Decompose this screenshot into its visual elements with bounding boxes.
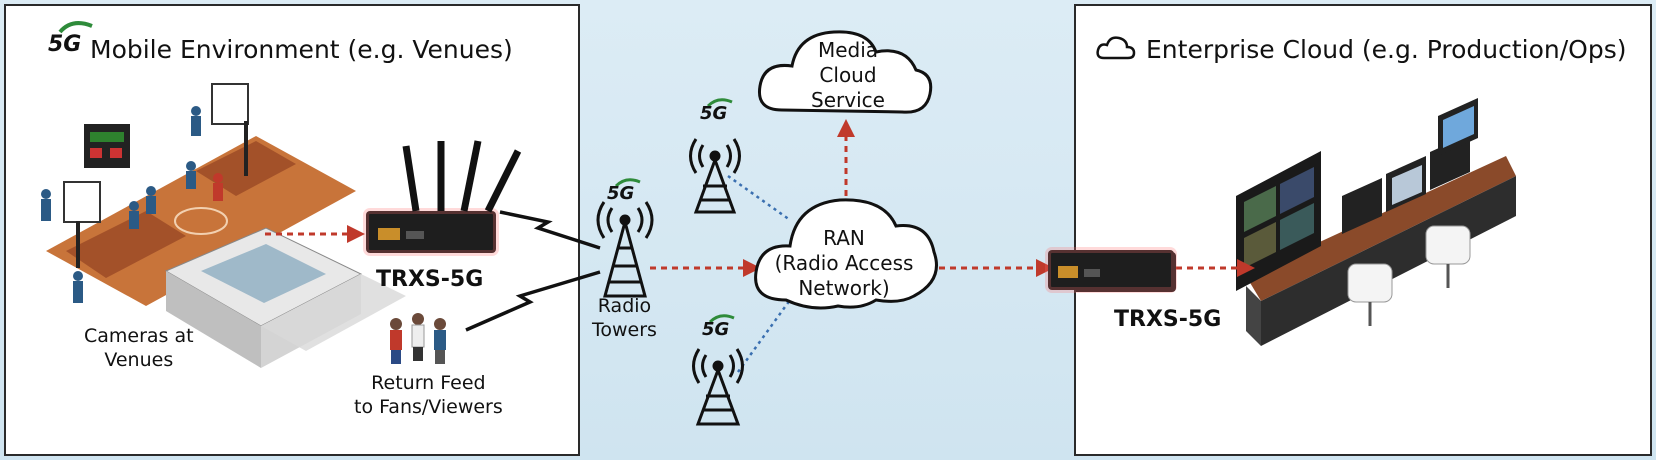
tower-bottom-5g-badge: 5G <box>702 319 730 340</box>
ran-label: RAN (Radio Access Network) <box>774 226 914 300</box>
office-chairs <box>1347 225 1471 326</box>
control-room-illustration <box>1076 98 1516 346</box>
left-device-label: TRXS-5G <box>376 267 484 292</box>
mobile-environment-title: Mobile Environment (e.g. Venues) <box>90 35 513 64</box>
right-device-label: TRXS-5G <box>1114 307 1222 332</box>
dotted-link-bottom <box>736 299 792 373</box>
scoreboard <box>84 124 130 168</box>
parking-lot <box>261 274 406 351</box>
router-device-right-body <box>1045 247 1177 293</box>
radio-tower-top-icon <box>689 138 741 214</box>
tower-main-5g-badge: 5G <box>607 183 635 204</box>
center-circle <box>174 207 228 235</box>
wireless-link-fans-icon <box>465 270 601 332</box>
5g-swoosh-icon <box>708 314 735 324</box>
ran-cloud-shape <box>754 198 938 310</box>
enterprise-cloud-panel: Enterprise Cloud (e.g. Production/Ops) <box>1074 4 1652 456</box>
radio-towers-label: Radio Towers <box>592 295 657 341</box>
radio-tower-bottom-icon <box>692 348 744 426</box>
5g-logo-icon: 5G <box>48 21 93 57</box>
tower-top-5g-badge: 5G <box>700 103 728 124</box>
backboard-near <box>63 181 101 223</box>
enterprise-cloud-title: Enterprise Cloud (e.g. Production/Ops) <box>1146 35 1627 64</box>
5g-swoosh-icon <box>614 178 641 188</box>
dotted-link-top <box>727 174 791 222</box>
stadium-roof <box>201 244 326 303</box>
5g-swoosh-icon <box>706 98 733 108</box>
radio-tower-main-icon <box>596 201 654 298</box>
media-cloud-label: Media Cloud Service <box>811 38 885 112</box>
mobile-environment-panel: 5G Mobile Environment (e.g. Venues) <box>4 4 580 456</box>
court-key <box>66 211 186 278</box>
desk-monitors <box>1342 98 1478 234</box>
monitor-wall <box>1236 151 1321 291</box>
media-cloud-shape <box>757 30 933 114</box>
venue-illustration <box>41 83 522 368</box>
backboard-far <box>211 83 249 125</box>
return-feed-label: Return Feed to Fans/Viewers <box>354 372 503 418</box>
5g-swoosh-icon <box>58 21 93 34</box>
fans-illustration <box>390 313 446 364</box>
wireless-link-router-icon <box>499 210 601 250</box>
players <box>41 106 223 303</box>
router-device-left <box>363 140 522 256</box>
cloud-icon <box>1096 36 1136 60</box>
cameras-at-venues-label: Cameras at Venues <box>84 325 194 371</box>
control-desk <box>1246 156 1516 301</box>
